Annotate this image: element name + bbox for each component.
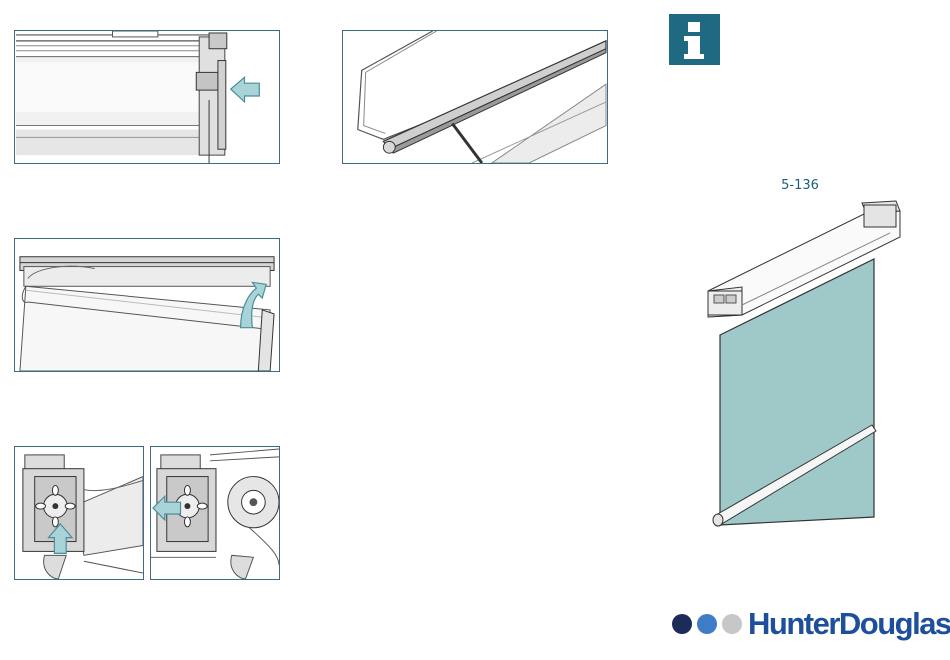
page-reference: 5-136 — [770, 178, 830, 193]
figure-step-3 — [14, 238, 280, 372]
roller-blind-illustration — [690, 195, 910, 535]
roller-bracket-illustration — [15, 31, 279, 163]
headrail-profile-illustration — [343, 31, 607, 163]
figure-step-4a — [14, 446, 144, 580]
figure-step-1 — [14, 30, 280, 164]
roller-tilt-illustration — [15, 239, 279, 371]
logo-dot-navy — [672, 614, 692, 634]
brand-logo: HunterDouglas — [670, 604, 940, 644]
info-icon — [669, 14, 720, 65]
logo-dot-grey — [722, 614, 742, 634]
bracket-engage-illustration — [151, 447, 279, 579]
bracket-release-illustration — [15, 447, 143, 579]
figure-step-2 — [342, 30, 608, 164]
brand-name: HunterDouglas — [748, 604, 950, 644]
logo-dot-blue — [697, 614, 717, 634]
figure-step-4b — [150, 446, 280, 580]
